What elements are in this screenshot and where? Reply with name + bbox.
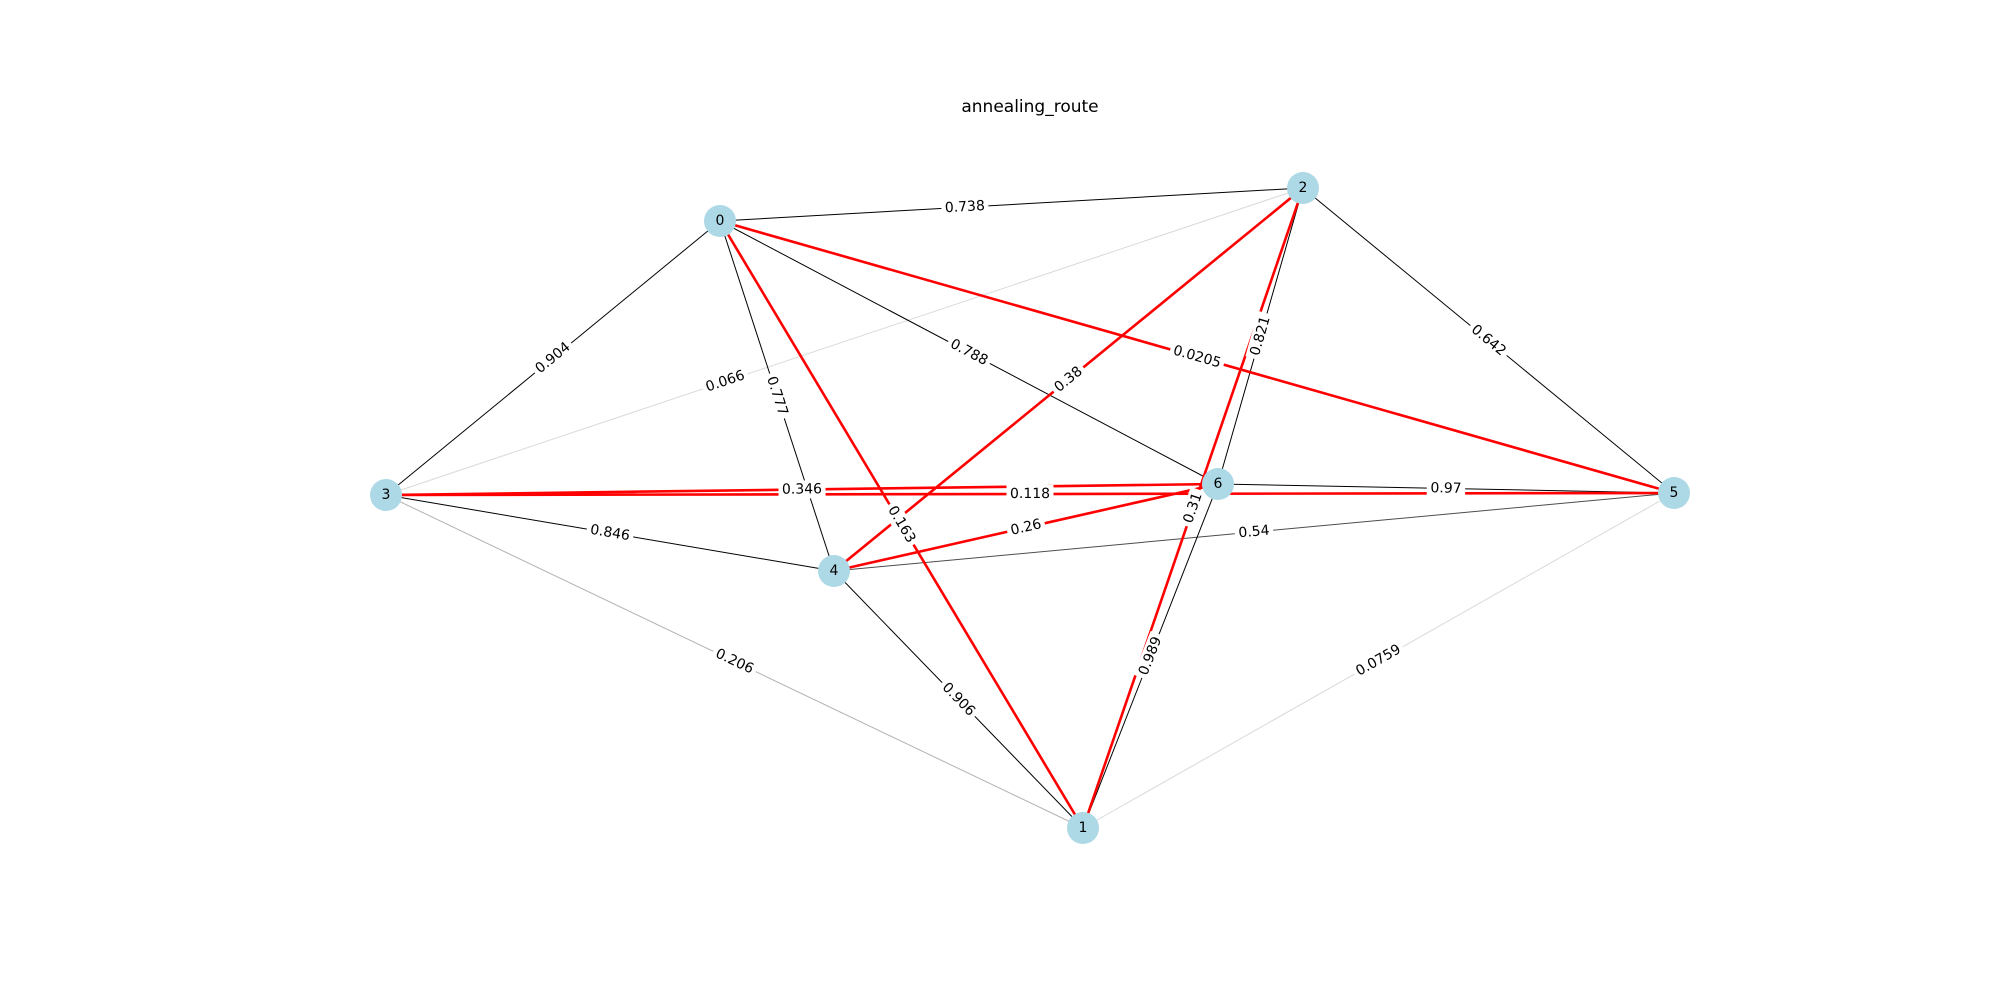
edge-label-background — [761, 370, 793, 422]
node-0: 0 — [704, 205, 736, 237]
edge-weight-text: 0.989 — [1136, 634, 1166, 677]
edge-label-2-5: 0.642 — [1464, 318, 1513, 363]
edge-label-2-6: 0.821 — [1245, 310, 1276, 362]
node-2: 2 — [1287, 172, 1319, 204]
nodes-layer: 0 1 2 3 4 5 6 — [370, 172, 1690, 844]
edge-label-0-6: 0.788 — [944, 333, 994, 372]
node-circle — [704, 205, 736, 237]
edge-weight-text: 0.777 — [763, 374, 791, 417]
edge-label-background — [881, 499, 922, 550]
edge-label-0-5: 0.0205 — [1167, 340, 1227, 374]
edge-label-background — [935, 676, 982, 723]
edge-weight-text: 0.54 — [1238, 523, 1271, 542]
edge-label-3-4: 0.846 — [585, 520, 635, 546]
edge-label-background — [1047, 360, 1090, 399]
node-label: 2 — [1299, 180, 1308, 196]
edge-label-3-6: 0.346 — [778, 480, 826, 499]
node-label: 1 — [1079, 820, 1088, 836]
edge-2-3 — [385, 187, 1304, 496]
node-4: 4 — [818, 555, 850, 587]
edge-label-background — [529, 336, 577, 380]
edge-label-background — [1133, 630, 1168, 682]
edge-weight-text: 0.206 — [713, 646, 756, 678]
edge-label-background — [585, 520, 635, 546]
node-label: 5 — [1670, 485, 1679, 501]
edge-label-background — [1426, 479, 1466, 498]
node-6: 6 — [1202, 468, 1234, 500]
edge-label-background — [1245, 310, 1276, 362]
edge-weight-text: 0.26 — [1009, 516, 1043, 539]
node-3: 3 — [370, 479, 402, 511]
edge-label-background — [1167, 340, 1227, 374]
edge-label-6-5: 0.97 — [1426, 479, 1466, 498]
graph-title: annealing_route — [961, 97, 1098, 117]
node-1: 1 — [1067, 812, 1099, 844]
edge-label-background — [700, 365, 751, 398]
edge-label-background — [1178, 486, 1208, 530]
edge-label-0-3: 0.904 — [529, 336, 577, 380]
edge-weight-text: 0.97 — [1430, 480, 1461, 497]
node-circle — [1067, 812, 1099, 844]
node-circle — [1202, 468, 1234, 500]
edges-layer — [385, 187, 1675, 829]
edge-weight-text: 0.0205 — [1171, 343, 1223, 372]
edge-weight-text: 0.906 — [939, 680, 978, 720]
edge-label-6-1: 0.989 — [1133, 630, 1168, 682]
edge-label-background — [1006, 484, 1054, 504]
node-label: 0 — [716, 213, 725, 229]
edge-label-4-5: 0.54 — [1234, 521, 1274, 543]
edge-label-background — [1464, 318, 1513, 363]
route-layer — [385, 186, 1675, 829]
edge-label-0-1: 0.163 — [881, 499, 922, 550]
edge-weight-text: 0.738 — [944, 198, 985, 216]
edge-weight-text: 0.904 — [532, 339, 573, 377]
node-circle — [1287, 172, 1319, 204]
edge-0-2 — [719, 187, 1304, 222]
node-label: 4 — [830, 563, 839, 579]
edge-label-background — [778, 480, 826, 499]
edge-weight-text: 0.066 — [704, 367, 747, 395]
edge-label-3-1: 0.206 — [709, 643, 760, 680]
edge-label-5-1: 0.0759 — [1349, 638, 1408, 683]
edge-weight-text: 0.642 — [1468, 322, 1509, 360]
edge-weight-text: 0.118 — [1010, 486, 1050, 502]
node-label: 6 — [1214, 476, 1223, 492]
edge-label-2-3: 0.066 — [700, 365, 751, 398]
edge-label-4-6: 0.26 — [1005, 514, 1047, 541]
edge-label-background — [940, 196, 989, 218]
edge-label-background — [1005, 514, 1047, 541]
edge-label-4-1: 0.906 — [935, 676, 982, 723]
edge-label-0-4: 0.777 — [761, 370, 793, 422]
node-label: 3 — [382, 487, 391, 503]
node-circle — [1658, 477, 1690, 509]
edge-label-3-5: 0.118 — [1006, 484, 1054, 504]
node-circle — [818, 555, 850, 587]
edge-label-background — [709, 643, 760, 680]
edge-weight-text: 0.846 — [589, 522, 631, 544]
edge-weight-text: 0.788 — [948, 336, 991, 369]
edge-label-background — [1349, 638, 1408, 683]
node-5: 5 — [1658, 477, 1690, 509]
edge-label-0-2: 0.738 — [940, 196, 989, 218]
node-circle — [370, 479, 402, 511]
edge-label-background — [944, 333, 994, 372]
edge-label-background — [1234, 521, 1274, 543]
edge-weight-text: 0.346 — [782, 481, 822, 498]
